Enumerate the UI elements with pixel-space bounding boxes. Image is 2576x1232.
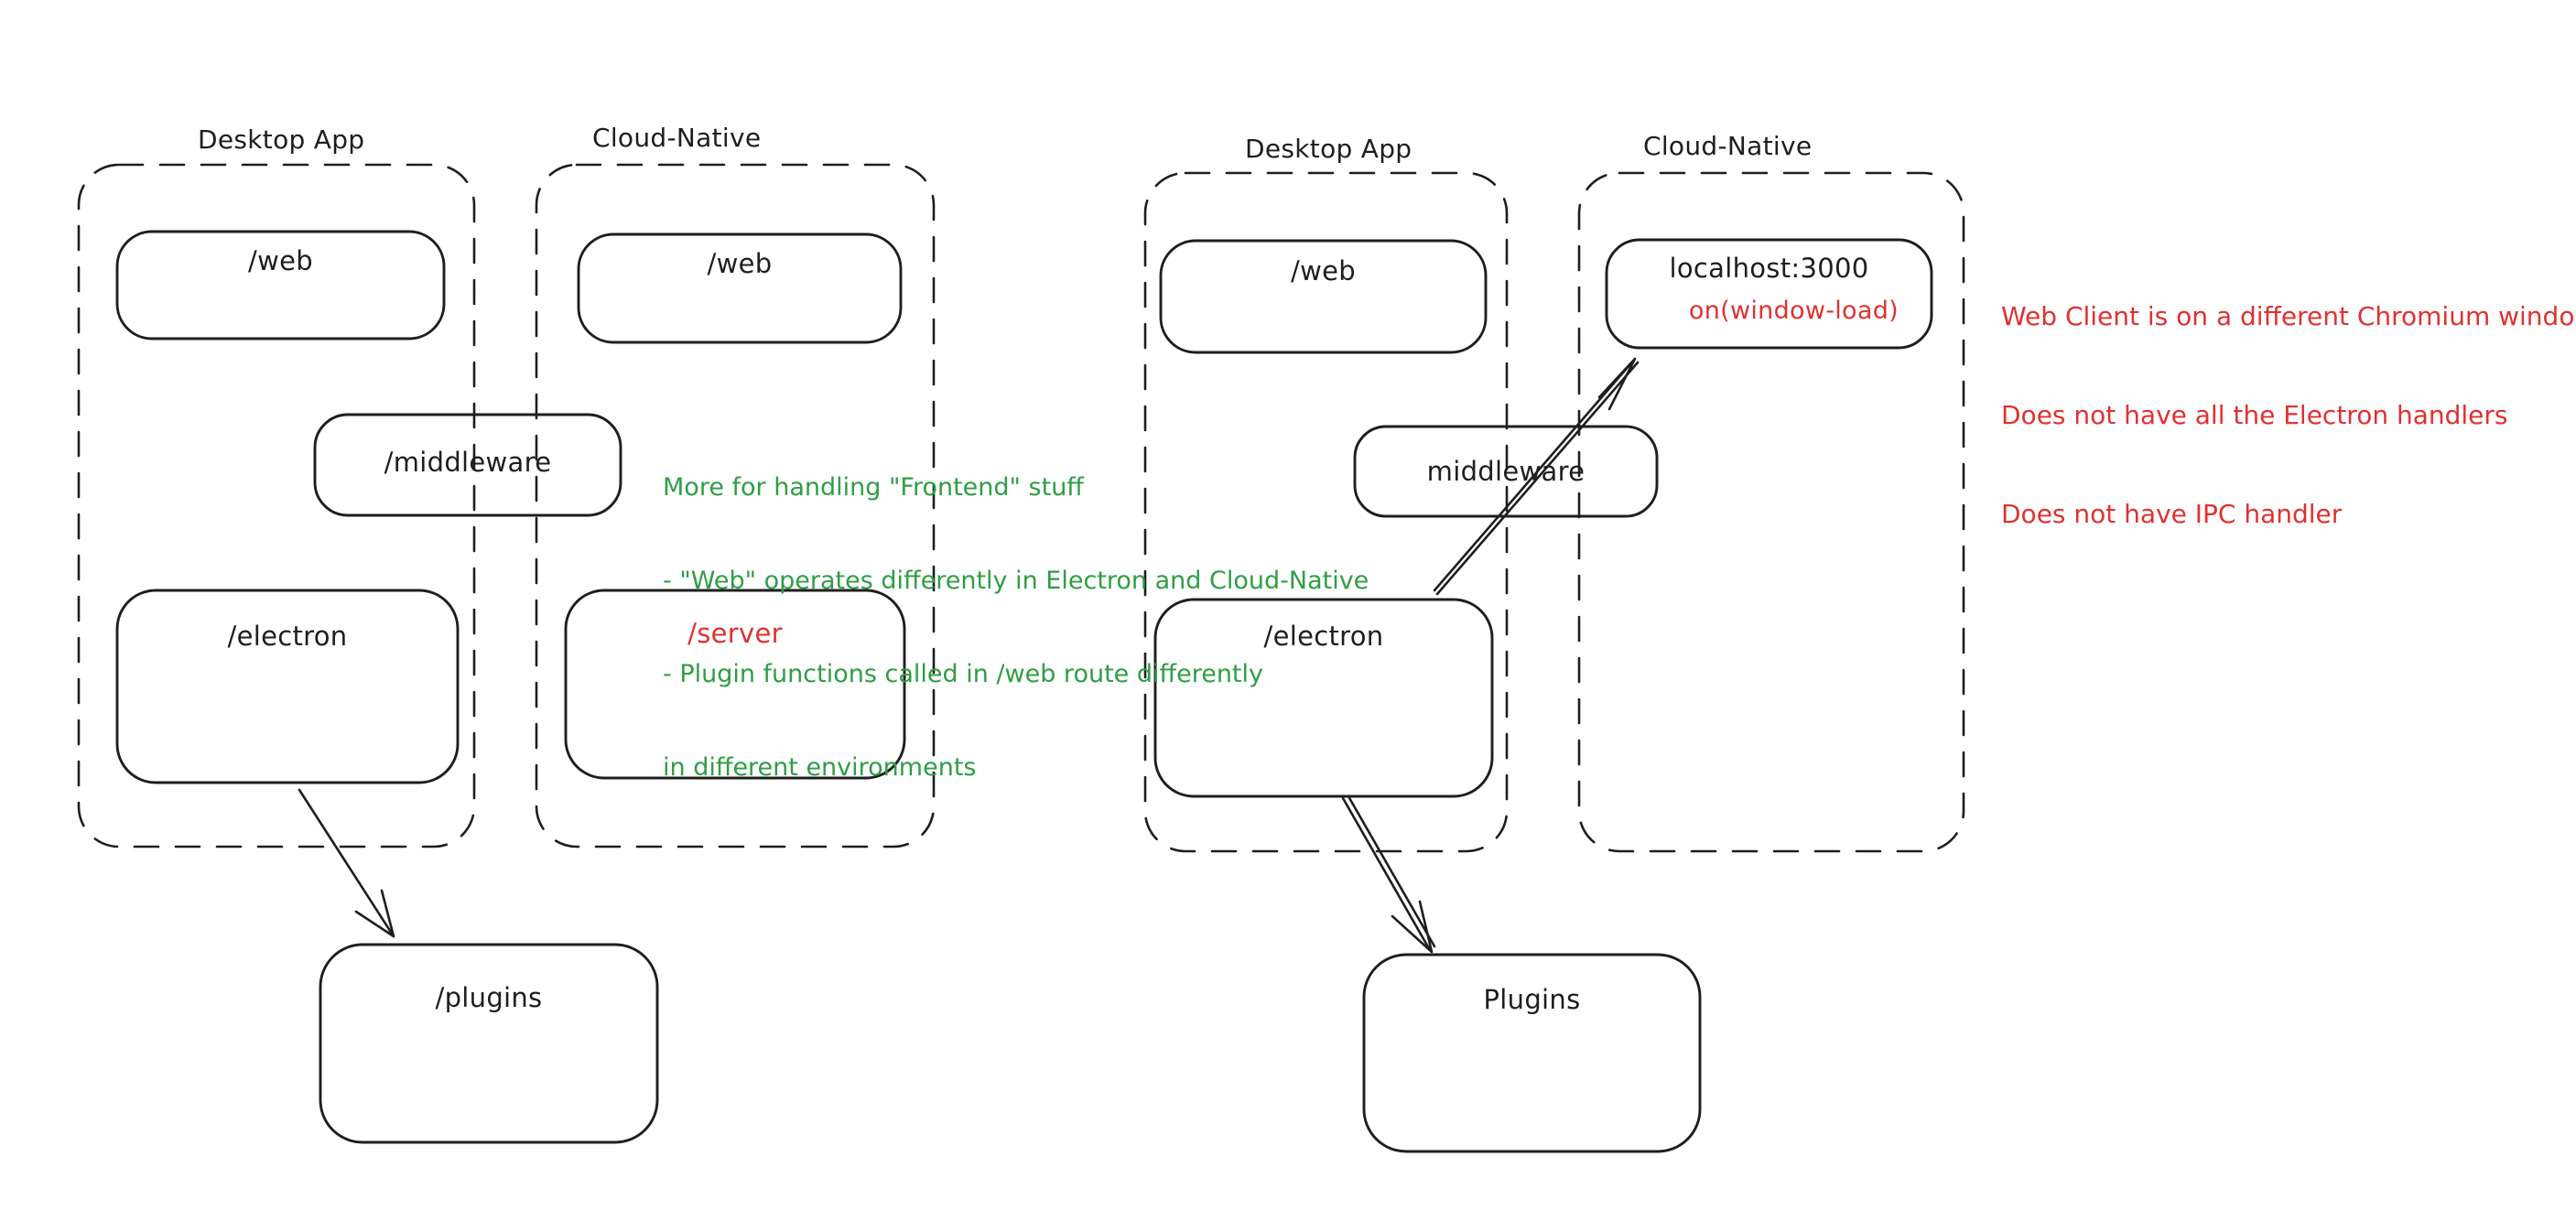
red-annotation: Web Client is on a different Chromium wi… [2001,234,2576,597]
green-annotation-line: - Plugin functions called in /web route … [663,660,1264,688]
box-localhost-outline [1605,238,1933,350]
box-web-right-outline [1159,239,1488,354]
red-annotation-line: Web Client is on a different Chromium wi… [2001,301,2576,331]
red-annotation-line: Does not have IPC handler [2001,499,2343,529]
green-annotation: More for handling "Frontend" stuff - "We… [663,410,1369,846]
box-plugins-right-outline [1362,953,1702,1153]
box-electron-left-outline [115,589,460,784]
box-electron-right-outline [1153,598,1494,798]
box-label-plugins-right: Plugins [1483,984,1581,1015]
box-server-outline [564,589,906,780]
box-label-plugins-left: /plugins [435,982,543,1013]
arrow-electron-to-plugins-left [298,788,395,938]
container-label-cloud-left: Cloud-Native [592,123,762,153]
box-middleware-left-outline [313,413,622,517]
arrow-electron-to-plugins-right [1341,794,1436,954]
box-label-electron-left: /electron [227,621,348,652]
box-label-middleware-right: middleware [1426,456,1586,487]
box-plugins-left-outline [319,943,659,1144]
container-cloud-right-outline [1577,171,1965,853]
box-label-web-right: /web [1291,255,1356,286]
box-label-web-cloud-left: /web [707,248,773,279]
container-desktop-right-outline [1143,171,1509,853]
container-desktop-left-outline [77,163,476,848]
container-label-cloud-right: Cloud-Native [1643,131,1813,161]
arrow-electron-to-localhost [1433,357,1640,596]
container-label-desktop-right: Desktop App [1245,134,1412,164]
box-label-middleware-left: /middleware [384,447,552,478]
green-annotation-line: More for handling "Frontend" stuff [663,473,1084,502]
box-web-cloud-left-outline [577,232,903,344]
red-annotation-line: Does not have all the Electron handlers [2001,400,2508,430]
container-cloud-left-outline [535,163,936,848]
green-annotation-line: in different environments [663,753,977,782]
box-web-desktop-left-outline [115,230,446,340]
box-label-server: /server [687,618,783,649]
container-label-desktop-left: Desktop App [198,124,365,155]
box-label-on-window-load: on(window-load) [1688,297,1899,325]
box-label-electron-right: /electron [1263,621,1384,652]
box-label-localhost: localhost:3000 [1669,253,1869,284]
green-annotation-line: - "Web" operates differently in Electron… [663,567,1369,595]
box-label-web-desktop-left: /web [248,245,313,276]
